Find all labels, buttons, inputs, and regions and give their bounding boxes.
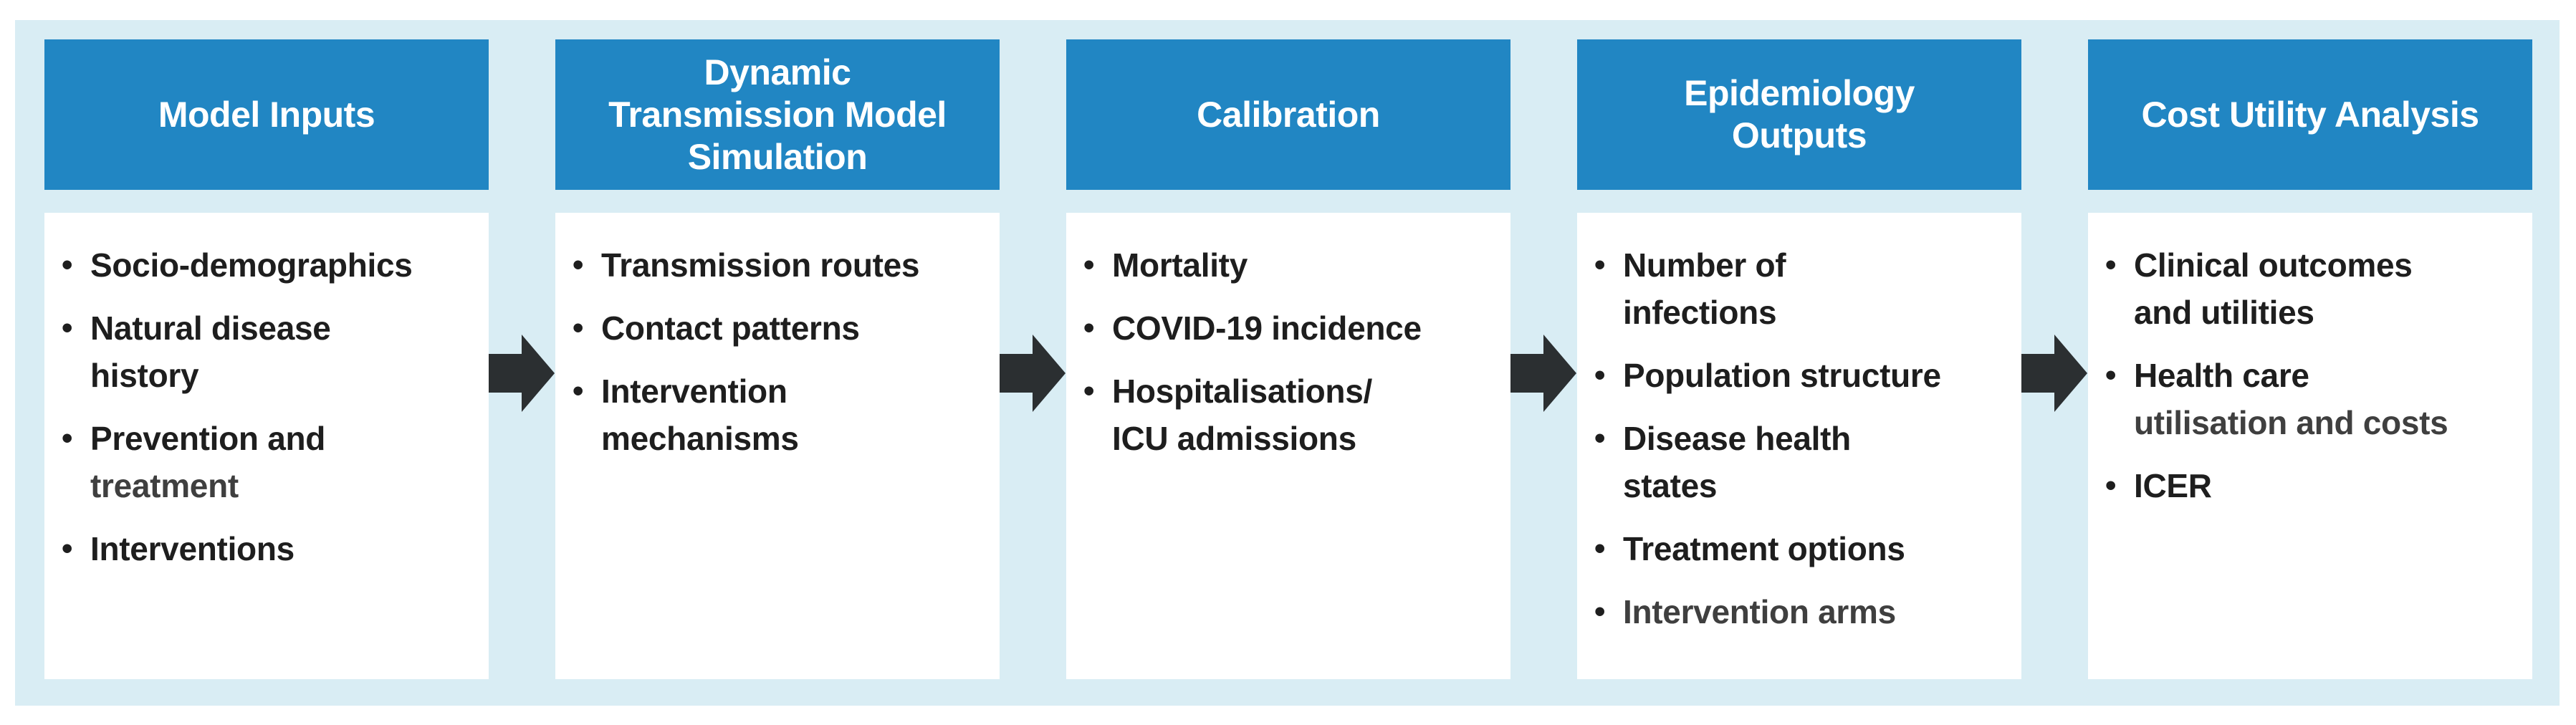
column-header: Calibration: [1066, 39, 1510, 190]
bullet-item: • Treatment options: [1594, 525, 2011, 572]
bullet-dot-icon: •: [1594, 247, 1606, 282]
bullet-dot-icon: •: [573, 373, 584, 408]
bullet-text: Socio-demographics: [90, 246, 413, 284]
bullet-dot-icon: •: [2105, 468, 2117, 503]
bullet-dot-icon: •: [1594, 357, 1606, 393]
column-header: Model Inputs: [44, 39, 489, 190]
flow-arrow-icon: [489, 335, 555, 412]
bullet-list: • Transmission routes • Contact patterns • In…: [573, 241, 990, 462]
bullet-text: Population structure: [1623, 357, 1941, 394]
bullet-dot-icon: •: [1594, 531, 1606, 566]
flow-arrow-icon: [1000, 335, 1066, 412]
column-calibration: Calibration • Mortality • COVID-19 incidence…: [1066, 20, 1510, 706]
bullet-text: Mortality: [1112, 246, 1248, 284]
column-header: Cost Utility Analysis: [2088, 39, 2532, 190]
bullet-text: COVID-19 incidence: [1112, 309, 1422, 347]
bullet-dot-icon: •: [1083, 247, 1095, 282]
bullet-item: • ICER: [2105, 462, 2522, 509]
bullet-dot-icon: •: [62, 531, 73, 566]
bullet-item: • COVID-19 incidence: [1083, 304, 1500, 352]
bullet-dot-icon: •: [2105, 357, 2117, 393]
bullet-dot-icon: •: [62, 310, 73, 345]
diagram-canvas: Model Inputs • Socio-demographics • Natural …: [15, 20, 2560, 706]
column-model-inputs: Model Inputs • Socio-demographics • Natural …: [44, 20, 489, 706]
bullet-item: • Transmission routes: [573, 241, 990, 289]
bullet-text: Contact patterns: [601, 309, 860, 347]
column-header-label: Model Inputs: [158, 94, 375, 135]
bullet-text: Interventions: [90, 530, 295, 567]
bullet-dot-icon: •: [573, 310, 584, 345]
bullet-item: • Interventions: [62, 525, 479, 572]
bullet-dot-icon: •: [62, 247, 73, 282]
bullet-dot-icon: •: [1083, 373, 1095, 408]
column-body: • Mortality • COVID-19 incidence • Hospitalis…: [1066, 213, 1510, 679]
bullet-item: • Mortality: [1083, 241, 1500, 289]
bullet-item: • Intervention arms: [1594, 588, 2011, 635]
bullet-dot-icon: •: [62, 421, 73, 456]
flow-arrow-icon: [1510, 335, 1576, 412]
column-header-label: Cost Utility Analysis: [2141, 94, 2479, 135]
column-header-label: Calibration: [1197, 94, 1380, 135]
bullet-item: • Hospitalisations/ICU admissions: [1083, 368, 1500, 462]
bullet-text: Transmission routes: [601, 246, 920, 284]
bullet-dot-icon: •: [1083, 310, 1095, 345]
bullet-list: • Mortality • COVID-19 incidence • Hospitalis…: [1083, 241, 1500, 462]
column-body: • Transmission routes • Contact patterns • In…: [555, 213, 1000, 679]
bullet-text: Intervention arms: [1623, 593, 1896, 630]
bullet-dot-icon: •: [1594, 421, 1606, 456]
bullet-item: • Socio-demographics: [62, 241, 479, 289]
bullet-item: • Contact patterns: [573, 304, 990, 352]
bullet-dot-icon: •: [573, 247, 584, 282]
bullet-text: ICER: [2134, 467, 2212, 504]
bullet-item: • Population structure: [1594, 352, 2011, 399]
bullet-dot-icon: •: [2105, 247, 2117, 282]
bullet-text: Hospitalisations/ICU admissions: [1112, 373, 1372, 457]
flow-arrow-icon: [2021, 335, 2087, 412]
bullet-dot-icon: •: [1594, 594, 1606, 629]
bullet-text: Treatment options: [1623, 530, 1905, 567]
